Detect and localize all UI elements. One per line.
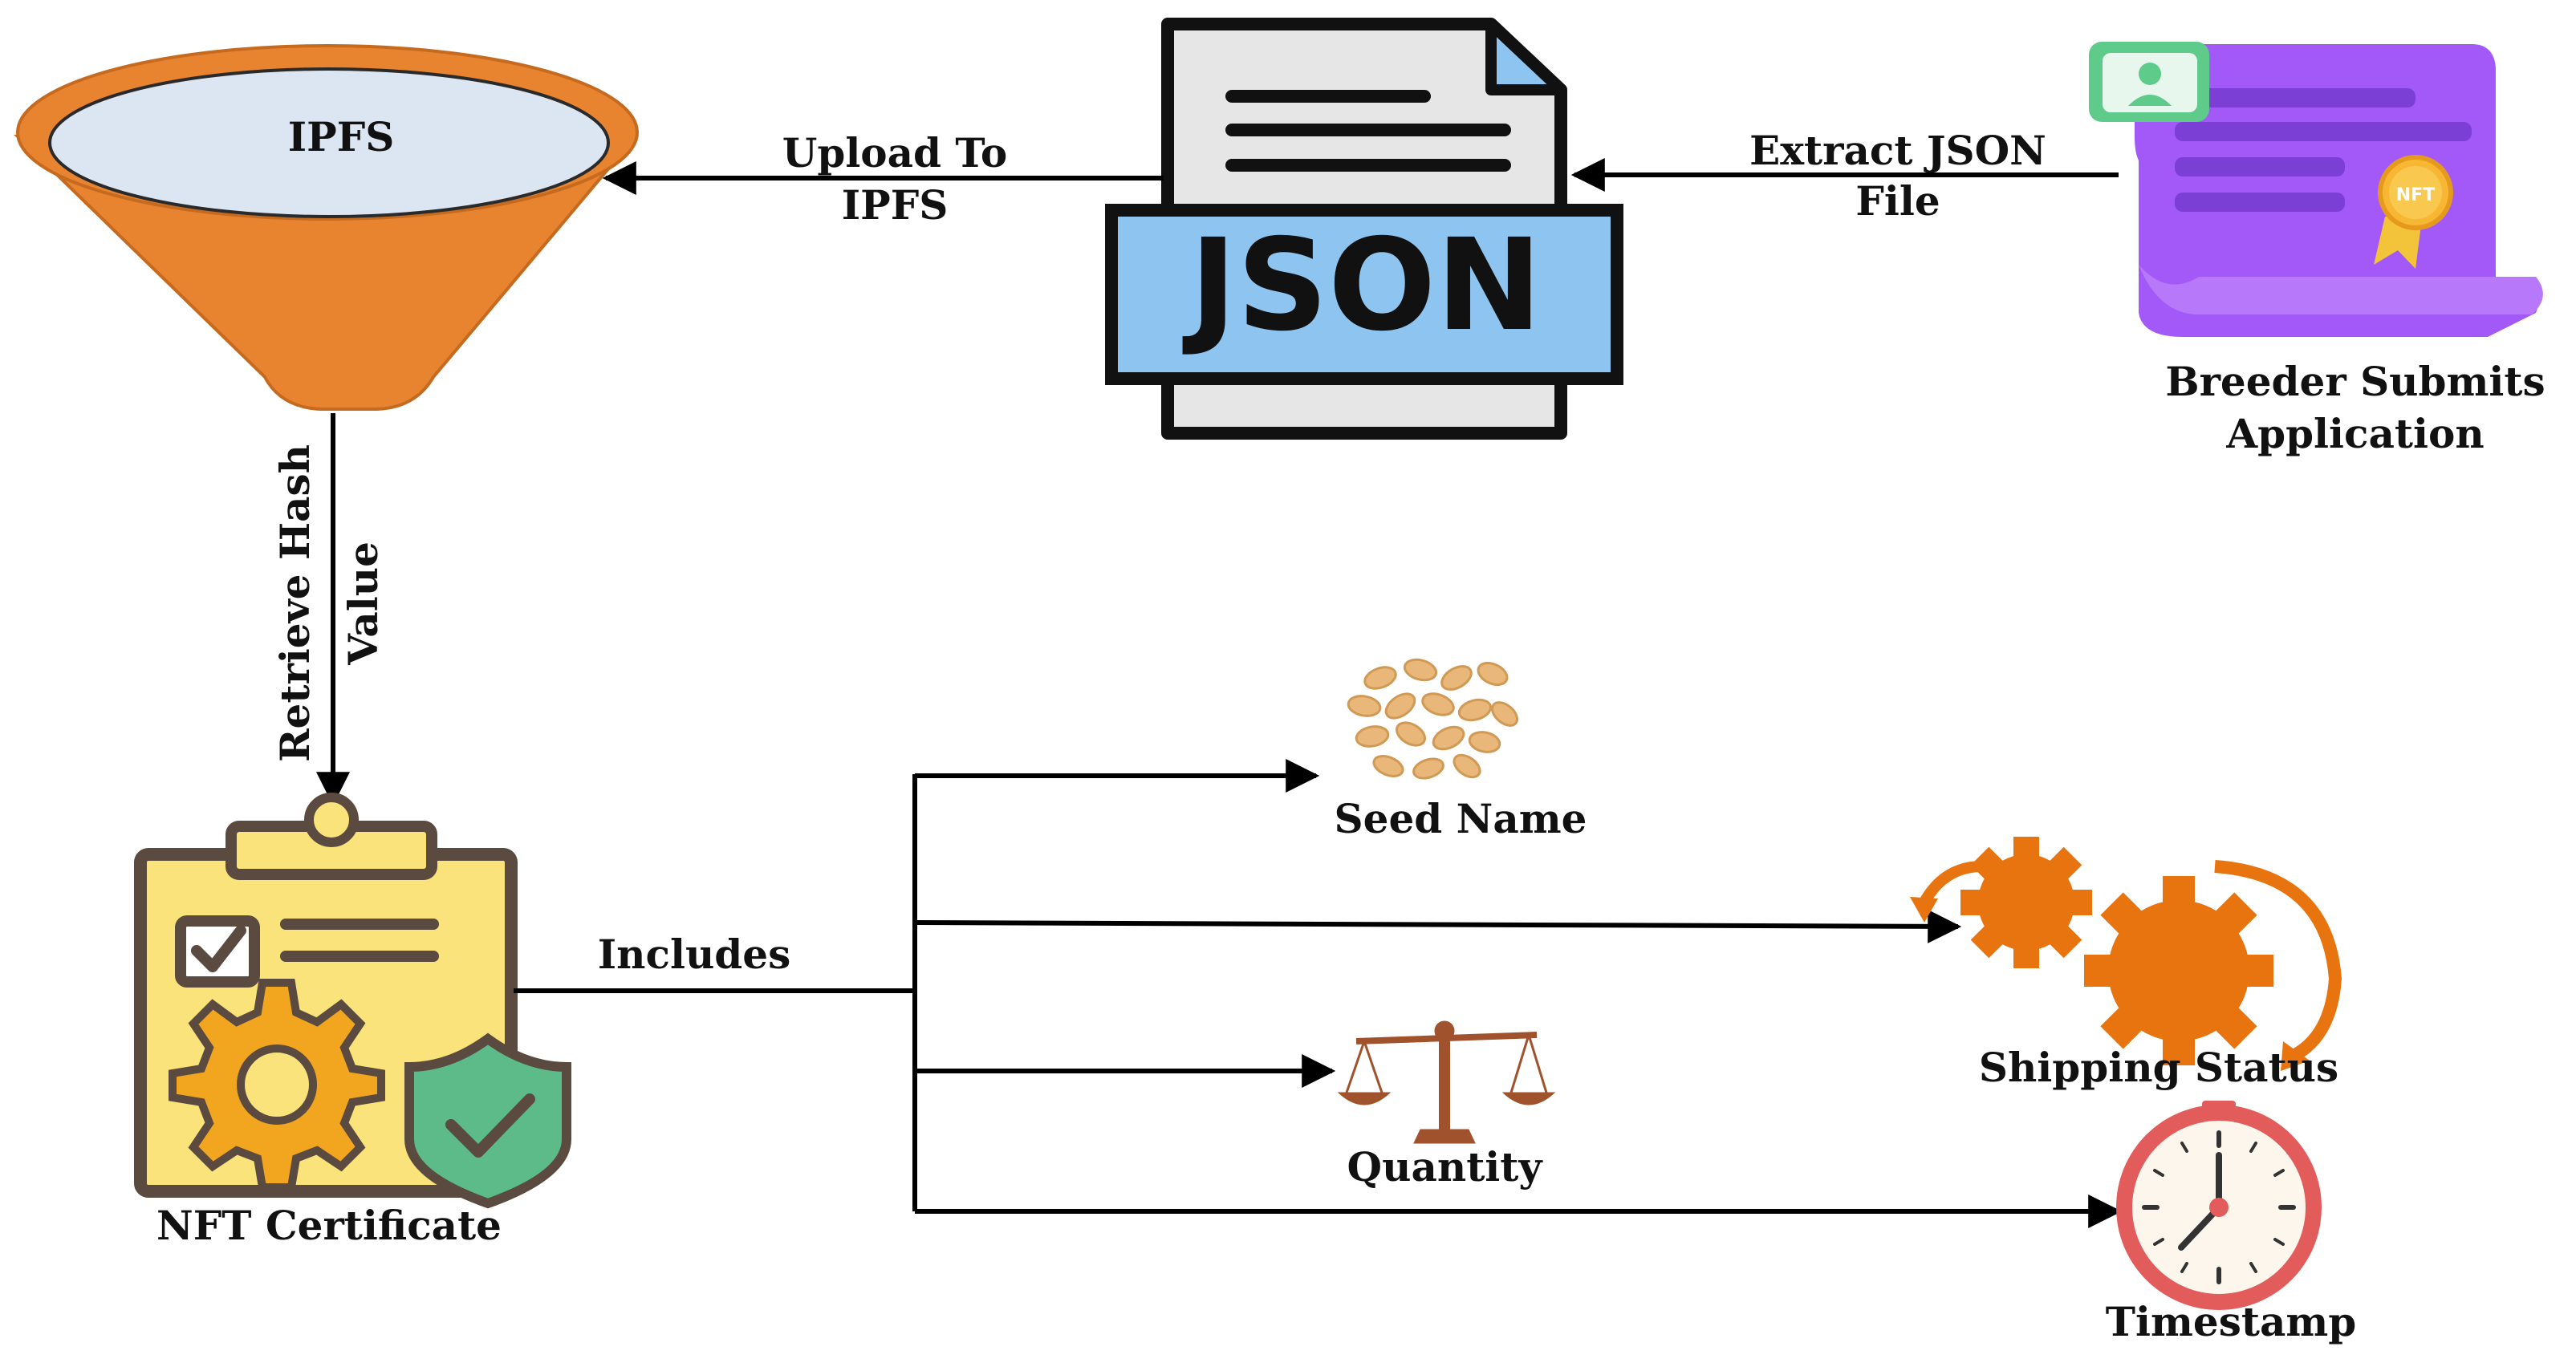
edge-includes: Includes	[514, 759, 2123, 1228]
seed-name-node: Seed Name	[1335, 658, 1587, 842]
ipfs-label: IPFS	[288, 113, 395, 160]
ipfs-node: IPFS	[14, 44, 640, 411]
clock-icon	[2116, 1101, 2322, 1310]
nft-certificate-node: NFT Certificate	[134, 793, 571, 1249]
json-label: JSON	[1182, 212, 1542, 359]
timestamp-label: Timestamp	[2106, 1298, 2356, 1345]
json-file-node: JSON	[1105, 18, 1623, 440]
edge-retrieve-hash: Retrieve Hash Value	[271, 413, 387, 806]
application-document-icon: NFT	[2089, 42, 2543, 337]
timestamp-node: Timestamp	[2106, 1101, 2356, 1345]
gear-icon	[169, 979, 385, 1191]
shipping-status-node: Shipping Status	[1910, 837, 2342, 1091]
upload-ipfs-label-line1: Upload To	[782, 129, 1008, 176]
clipboard-certificate-icon	[134, 793, 571, 1209]
scale-icon	[1337, 1020, 1556, 1144]
edge-extract-json: Extract JSON File	[1570, 127, 2119, 225]
extract-json-label-line2: File	[1855, 177, 1940, 225]
includes-label: Includes	[598, 931, 790, 978]
quantity-node: Quantity	[1337, 1020, 1556, 1190]
nft-certificate-label: NFT Certificate	[156, 1202, 502, 1249]
json-file-icon	[1105, 18, 1623, 440]
funnel-icon	[14, 44, 640, 411]
seeds-icon	[1347, 658, 1518, 780]
seed-name-label: Seed Name	[1335, 795, 1587, 842]
extract-json-label-line1: Extract JSON	[1749, 127, 2046, 174]
quantity-label: Quantity	[1347, 1143, 1544, 1190]
application-label-line1: Breeder Submits	[2165, 358, 2545, 405]
nft-badge-text: NFT	[2396, 185, 2435, 205]
retrieve-hash-label-line1: Retrieve Hash	[271, 444, 319, 762]
retrieve-hash-label-line2: Value	[339, 542, 387, 666]
application-node: NFT Breeder Submits Application	[2089, 42, 2546, 457]
application-label-line2: Application	[2225, 410, 2484, 457]
edge-upload-ipfs: Upload To IPFS	[602, 129, 1164, 229]
gears-icon	[1910, 837, 2342, 1071]
shipping-status-label: Shipping Status	[1979, 1044, 2338, 1091]
upload-ipfs-label-line2: IPFS	[842, 181, 949, 229]
shield-icon	[404, 1032, 571, 1209]
